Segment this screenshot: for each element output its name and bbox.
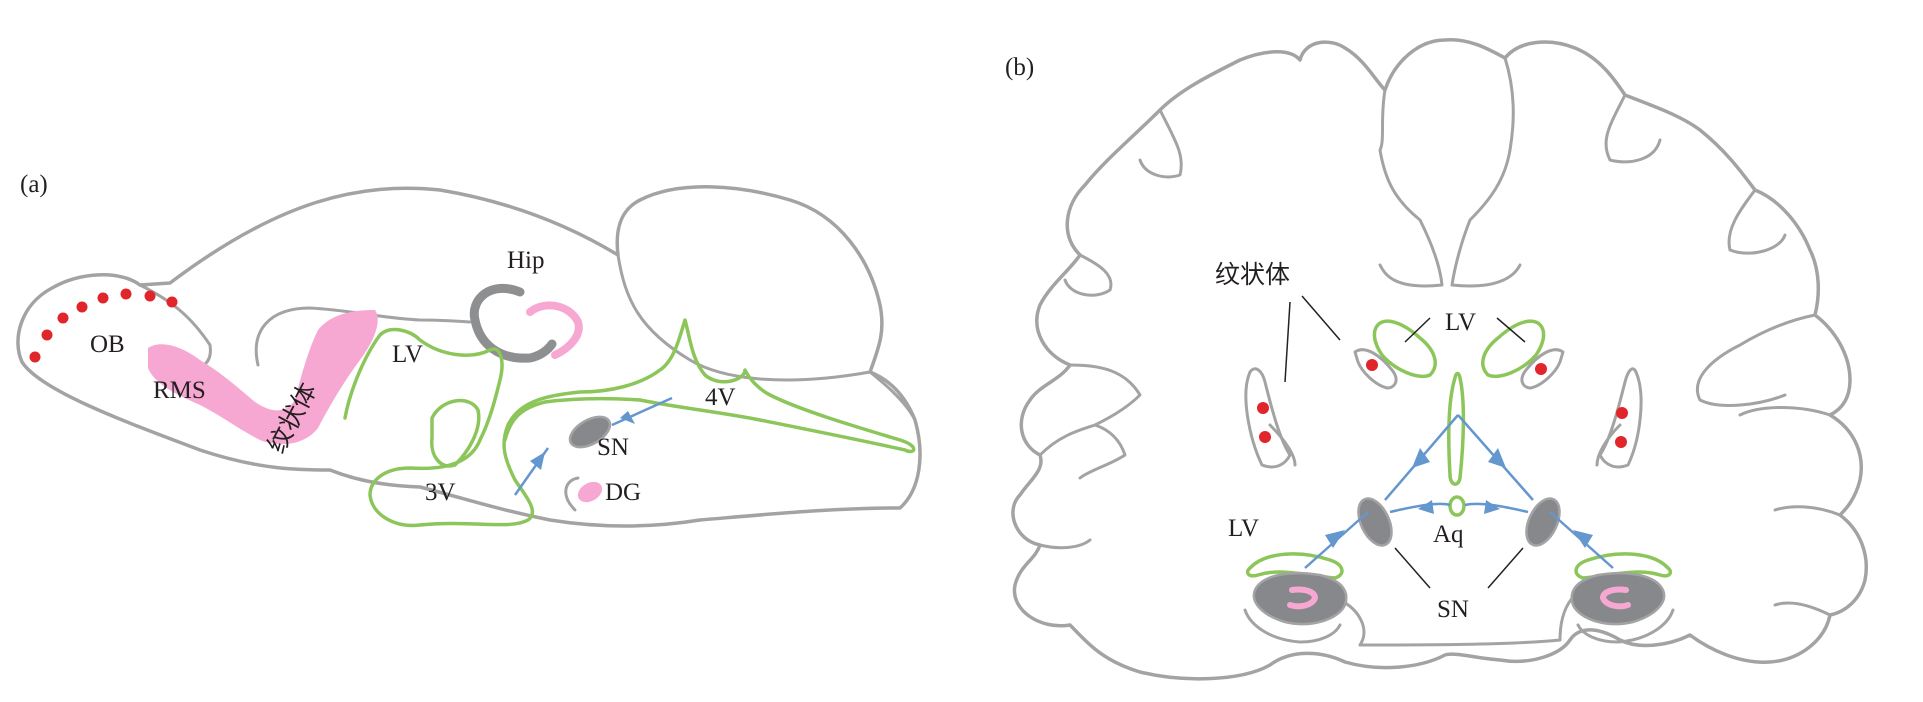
label-dg: DG [605, 479, 641, 506]
label-hip: Hip [507, 247, 545, 274]
red-dot-icon [97, 292, 109, 304]
migration-path-4v [611, 396, 673, 427]
right-sulcus-4 [1738, 406, 1832, 417]
panel-a: (a) [16, 171, 922, 528]
leader-lines-b [1284, 295, 1526, 589]
hippocampus-left-b [1252, 571, 1348, 626]
lateral-ventricle-right-top [1481, 319, 1546, 378]
striatum-right-inner [1595, 423, 1622, 467]
midline-fissure-right [1450, 56, 1522, 288]
right-sulcus-2 [1727, 188, 1787, 255]
red-dot-icon [1615, 436, 1627, 448]
red-dot-icon [1535, 363, 1547, 375]
panel-b-letter: (b) [1005, 54, 1034, 81]
coronal-brain-outline [1011, 38, 1868, 681]
red-dot-icon [1366, 359, 1378, 371]
arrow-head-icon [1418, 500, 1434, 514]
left-sulcus-3 [1038, 363, 1142, 457]
label-lv-a: LV [392, 341, 423, 368]
red-dot-icon [1616, 407, 1628, 419]
left-sulcus-5 [1038, 538, 1092, 550]
label-striatum-b: 纹状体 [1215, 260, 1290, 289]
right-sulcus-5 [1773, 505, 1842, 517]
striatal-cell-dots-b [1257, 359, 1628, 448]
left-sulcus-4 [1078, 423, 1127, 480]
right-sulcus-3 [1695, 313, 1817, 407]
arrow-head-icon [620, 411, 635, 424]
red-dot-icon [120, 288, 132, 300]
leader-lv-left [1404, 317, 1431, 343]
dentate-gyrus-left-b [1287, 586, 1318, 610]
brainstem-inner [1338, 593, 1577, 647]
red-dot-icon [29, 351, 41, 363]
red-dot-icon [57, 312, 69, 324]
arrow-head-icon [1325, 530, 1345, 548]
substantia-nigra-b-left [1357, 497, 1393, 547]
red-dot-icon [1259, 431, 1271, 443]
label-3v: 3V [425, 479, 456, 506]
svz-cell-dots-a [29, 288, 178, 363]
dg-bracket [564, 476, 580, 512]
arrow-head-icon [1484, 500, 1500, 514]
red-dot-icon [1257, 402, 1269, 414]
label-ob: OB [90, 331, 125, 358]
red-dot-icon [166, 296, 178, 308]
red-dot-icon [144, 290, 156, 302]
midline-fissure-left [1378, 88, 1444, 288]
aqueduct [1448, 495, 1466, 517]
brainstem-line [868, 370, 917, 422]
leader-sn-left [1394, 547, 1431, 589]
ventricle-system-outline [343, 318, 916, 528]
arrow-head-icon [530, 452, 545, 470]
leader-striatum-left [1284, 301, 1291, 383]
right-sulcus-6 [1773, 601, 1832, 617]
hippocampus-shape [469, 283, 557, 363]
label-lv-b-bottom: LV [1228, 515, 1259, 542]
label-aq: Aq [1433, 521, 1464, 548]
hippocampal-fold-right [1576, 608, 1675, 644]
label-sn-b: SN [1437, 596, 1469, 623]
cortex-inner-line [254, 306, 472, 367]
leader-striatum-center [1301, 295, 1341, 341]
arrow-head-icon [1488, 448, 1506, 468]
migration-pathways-b [1304, 414, 1614, 569]
substantia-nigra-a [568, 415, 612, 449]
left-sulcus-2 [1063, 253, 1113, 297]
rms-stream [148, 310, 378, 445]
red-dot-icon [76, 301, 88, 313]
dentate-gyrus-right-b [1600, 586, 1631, 610]
hippocampus-dg-pink [526, 301, 583, 359]
cerebellum-line [616, 253, 872, 382]
dentate-gyrus-a [577, 481, 603, 503]
arrow-head-icon [1573, 530, 1593, 548]
red-dot-icon [41, 329, 53, 341]
striatum-left-inner [1268, 423, 1297, 467]
right-sulcus-1 [1604, 93, 1662, 164]
panel-b: (b) [1005, 38, 1868, 681]
label-4v: 4V [705, 384, 736, 411]
lateral-ventricle-left-top [1372, 319, 1437, 378]
caudate-right [1520, 348, 1565, 390]
hippocampal-fold-left [1243, 608, 1342, 644]
leader-sn-right [1487, 547, 1524, 589]
caudate-left [1353, 348, 1398, 390]
hippocampus-right-b [1570, 571, 1666, 626]
panel-a-letter: (a) [20, 171, 48, 198]
leader-lv-right [1496, 317, 1526, 343]
left-sulcus-1 [1138, 108, 1183, 179]
substantia-nigra-b-right [1525, 497, 1561, 547]
label-sn-a: SN [597, 434, 629, 461]
label-rms: RMS [153, 377, 206, 404]
lateral-ventricle-left-bottom [1245, 552, 1344, 580]
third-ventricle-b [1447, 371, 1466, 486]
arrow-head-icon [1412, 448, 1430, 468]
lateral-ventricle-right-bottom [1574, 552, 1673, 580]
striatum-left-outline [1244, 367, 1292, 469]
label-lv-b-top: LV [1445, 309, 1476, 336]
third-ventricle-inner [430, 398, 481, 468]
